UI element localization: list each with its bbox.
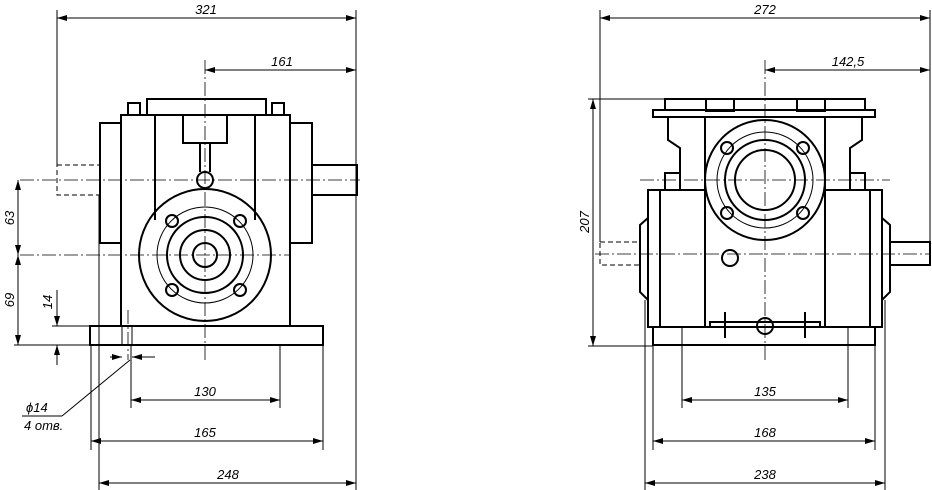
dim-total-width: 248	[216, 467, 239, 482]
dim-overall-width: 321	[195, 2, 217, 17]
front-outline	[56, 98, 358, 346]
dim-shaft-offset: 161	[271, 54, 293, 69]
hole-count-note: 4 отв.	[24, 418, 63, 433]
dim-side-total-width: 238	[753, 467, 776, 482]
dim-side-overall-height: 207	[577, 210, 592, 233]
dim-side-shaft-offset: 142,5	[832, 54, 865, 69]
dim-base-width: 165	[194, 425, 216, 440]
side-dimension-lines	[588, 10, 931, 490]
side-center-lines	[595, 60, 930, 360]
dim-side-hole-spacing: 135	[754, 384, 776, 399]
front-center-lines	[20, 60, 360, 360]
dim-base-thickness: 14	[40, 295, 55, 309]
dim-height-upper: 63	[2, 210, 17, 225]
front-view: 321 161 63 69 14 130 165 248 ϕ14 4 отв.	[2, 2, 360, 490]
dim-hole-spacing: 130	[194, 384, 216, 399]
side-view: 272 142,5 207 135 168 238	[577, 2, 931, 490]
dim-height-lower: 69	[2, 293, 17, 307]
dim-side-overall-width: 272	[753, 2, 776, 17]
hole-diameter-note: ϕ14	[26, 400, 48, 415]
front-dimension-lines	[14, 10, 357, 490]
dim-side-base-width: 168	[754, 425, 776, 440]
